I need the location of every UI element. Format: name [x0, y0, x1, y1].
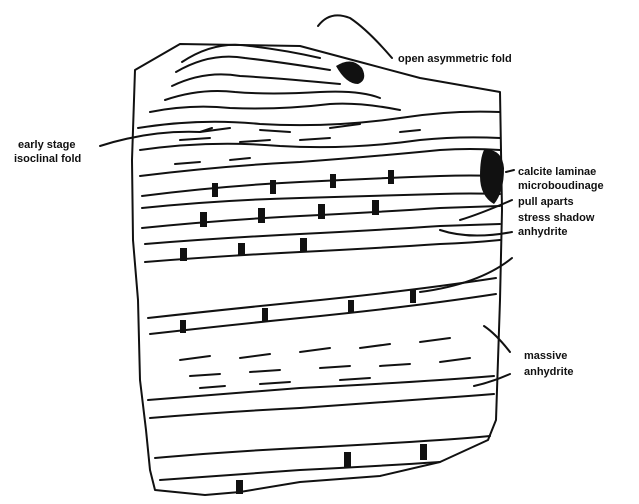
fold-hinge [336, 61, 364, 84]
boudin-neck [300, 238, 307, 251]
layer-boundary [145, 240, 500, 262]
boudin-neck [262, 308, 268, 321]
calcite-lens [480, 150, 504, 204]
leader-lines [100, 15, 514, 386]
label-early-stage: early stage [18, 139, 75, 152]
boudin-neck [348, 300, 354, 313]
fold-lamina [150, 104, 400, 112]
fold-lamina [172, 74, 340, 86]
boudin-neck [372, 200, 379, 215]
arrow-open-fold [318, 15, 392, 58]
label-isoclinal-fold: isoclinal fold [14, 153, 81, 166]
boudin-neck [236, 480, 243, 494]
label-stress-shadow: stress shadow [518, 212, 594, 225]
boudin-neck [318, 204, 325, 219]
fold-lamina [176, 57, 330, 72]
boudin-neck [200, 212, 207, 227]
label-microboudinage: microboudinage [518, 180, 604, 193]
boudin-neck [344, 452, 351, 468]
arrow-pull-aparts [460, 200, 512, 220]
boudin-neck [180, 320, 186, 333]
label-pull-aparts: pull aparts [518, 196, 574, 209]
boudin-neck [410, 290, 416, 303]
specimen-outline [132, 44, 502, 495]
label-calcite-laminae: calcite laminae [518, 166, 596, 179]
arrow-calcite [506, 170, 514, 172]
layer-boundary [150, 394, 494, 418]
boudin-neck [212, 183, 218, 197]
arrow-early-stage [100, 128, 212, 146]
layer-boundary [138, 112, 500, 128]
fold-lamina [165, 91, 380, 100]
layer-boundary [155, 436, 490, 458]
layer-boundary [145, 224, 500, 244]
boudin-neck [420, 444, 427, 460]
layer-boundary [148, 278, 496, 318]
label-open-asymmetric-fold: open asymmetric fold [398, 53, 512, 66]
boudin-neck [180, 248, 187, 261]
boudin-neck [238, 243, 245, 256]
label-massive: massive [524, 350, 567, 363]
arrow-massive [484, 326, 510, 352]
boudin-neck [270, 180, 276, 194]
label-anhydrite-2: anhydrite [524, 366, 574, 379]
label-anhydrite-1: anhydrite [518, 226, 568, 239]
boudin-neck [388, 170, 394, 184]
boudin-neck [330, 174, 336, 188]
boudin-neck [258, 208, 265, 223]
